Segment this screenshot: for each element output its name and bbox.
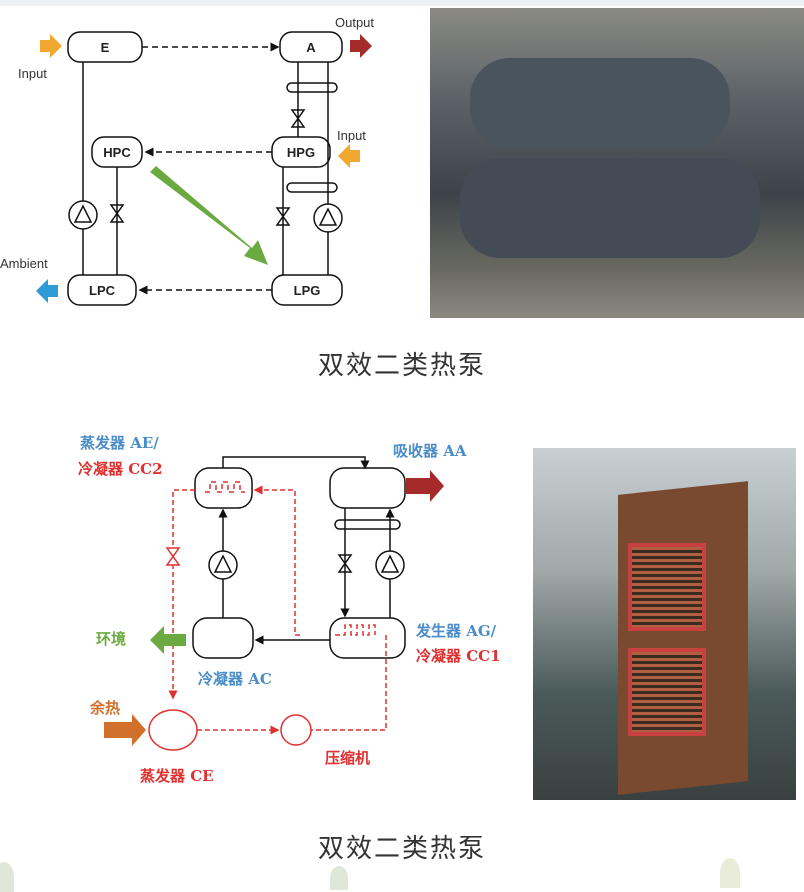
node-hpc-label: HPC xyxy=(103,145,131,160)
label-aa: 吸收器 AA xyxy=(393,442,467,460)
ambient-arrow-icon xyxy=(36,279,58,303)
input-label: Input xyxy=(18,66,47,81)
leaf-decoration xyxy=(0,862,14,892)
top-strip xyxy=(0,0,804,6)
leaf-decoration xyxy=(330,866,348,890)
double-effect-heat-pump-diagram: E A HPC HPG LPC LPG Input Output Input A… xyxy=(0,15,374,306)
label-cc1: 冷凝器 CC1 xyxy=(416,647,501,665)
heat-pump-photo xyxy=(430,8,804,318)
node-lpc-label: LPC xyxy=(89,283,116,298)
node-hpg-label: HPG xyxy=(287,145,315,160)
output-arrow-icon xyxy=(406,470,444,502)
ambient-label: Ambient xyxy=(0,256,48,271)
label-ag: 发生器 AG/ xyxy=(416,622,497,640)
input-arrow-icon xyxy=(40,34,62,58)
caption: 双效二类热泵 xyxy=(317,351,486,381)
label-waste-heat: 余热 xyxy=(90,699,121,717)
compressor-icon xyxy=(280,714,312,746)
node-lpg-label: LPG xyxy=(294,283,321,298)
leaf-decoration xyxy=(720,858,740,888)
node-e-label: E xyxy=(101,40,110,55)
output-label: Output xyxy=(335,15,374,30)
waste-heat-arrow-icon xyxy=(104,714,146,746)
label-cc2: 冷凝器 CC2 xyxy=(78,460,163,478)
heat-transfer-arrow-icon xyxy=(150,166,268,265)
node-a xyxy=(279,31,343,63)
label-environment: 环境 xyxy=(96,630,127,648)
output-arrow-icon xyxy=(350,34,372,58)
label-ce: 蒸发器 CE xyxy=(140,767,214,785)
heat-exchanger-photo xyxy=(533,448,796,800)
input-label: Input xyxy=(337,128,366,143)
compression-absorption-heat-pump-diagram xyxy=(104,456,444,751)
node-lpc xyxy=(67,274,137,306)
label-ac: 冷凝器 AC xyxy=(198,670,272,688)
label-ae: 蒸发器 AE/ xyxy=(80,434,159,452)
environment-arrow-icon xyxy=(150,626,186,654)
caption: 双效二类热泵 xyxy=(317,834,486,864)
input-arrow-icon xyxy=(338,144,360,168)
label-compressor: 压缩机 xyxy=(325,749,371,767)
node-a-label: A xyxy=(306,40,316,55)
